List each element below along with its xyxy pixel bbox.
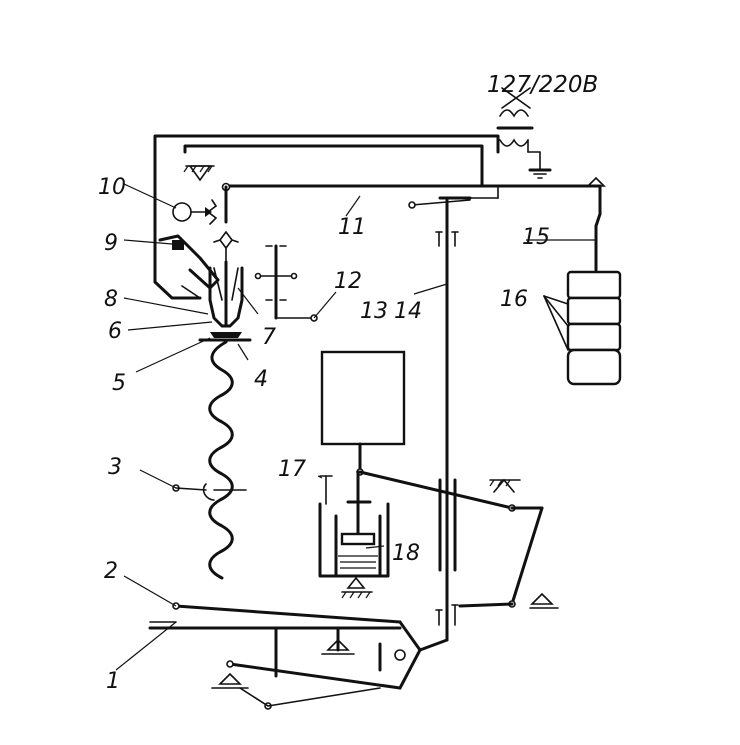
rod-14 — [435, 198, 459, 642]
contact-switch — [408, 185, 499, 209]
label-1: 1 — [106, 669, 120, 694]
label-11: 11 — [338, 215, 366, 240]
label-18: 18 — [392, 541, 420, 566]
label-6: 6 — [108, 319, 122, 344]
label-10: 10 — [98, 175, 126, 200]
transformer — [496, 109, 552, 179]
label-12: 12 — [334, 269, 362, 294]
weights-16 — [543, 270, 622, 386]
disconnect-mark — [501, 87, 531, 109]
bottom-linkage — [148, 602, 449, 710]
label-5: 5 — [112, 371, 126, 396]
box-13-link — [356, 442, 559, 609]
gun-head — [158, 185, 252, 342]
label-17: 17 — [278, 457, 306, 482]
label-2: 2 — [104, 559, 118, 584]
label-4: 4 — [254, 367, 268, 392]
label-16: 16 — [500, 287, 528, 312]
gear-set — [254, 244, 318, 322]
electrode-wire — [172, 340, 247, 580]
leader-lines — [115, 183, 596, 671]
label-14: 14 — [394, 299, 422, 324]
label-8: 8 — [104, 287, 118, 312]
callout-labels: 10 9 8 6 5 4 7 3 2 1 11 12 13 14 15 16 1… — [98, 175, 550, 694]
voltage-label: 127/220В — [487, 72, 598, 98]
lever-11 — [183, 165, 606, 228]
label-9: 9 — [104, 231, 118, 256]
label-3: 3 — [108, 455, 122, 480]
label-7: 7 — [262, 325, 276, 350]
damper-18 — [318, 470, 390, 599]
label-15: 15 — [522, 225, 550, 250]
box-13 — [320, 350, 406, 446]
label-13: 13 — [360, 299, 388, 324]
